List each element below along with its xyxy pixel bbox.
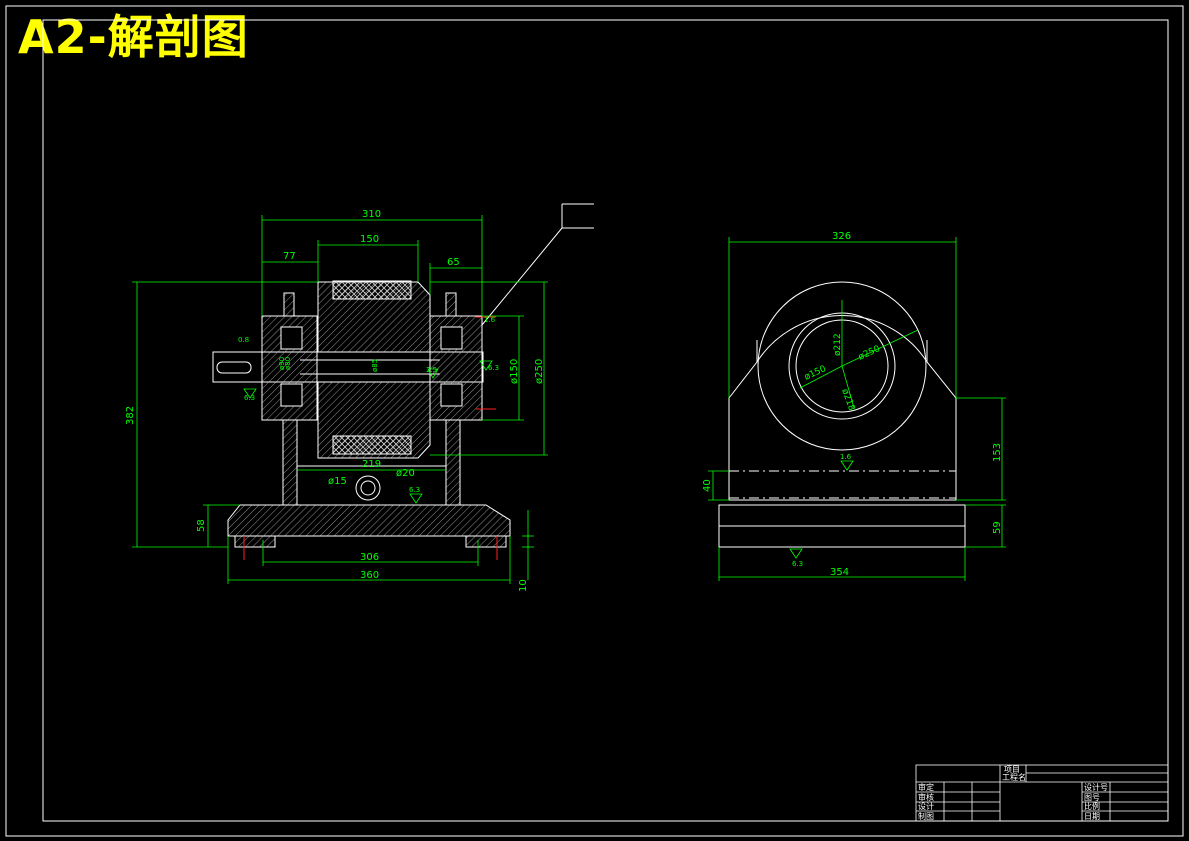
tb-label-1: 审定 — [918, 782, 934, 792]
tb-label-5: 设计号 — [1084, 782, 1108, 792]
drawing-title: A2-解剖图 — [18, 10, 249, 64]
roller-tread-bottom — [332, 435, 412, 455]
dim-153: 153 — [992, 443, 1003, 462]
dim-306: 306 — [360, 552, 379, 563]
roughness-6: 1.6 — [484, 316, 496, 324]
oil-hole — [355, 475, 381, 501]
roughness-2: 6.3 — [244, 394, 255, 402]
dim-hole20: ø20 — [396, 468, 415, 479]
side-roughness-1: 1.6 — [840, 453, 852, 461]
dim-dia250: ø250 — [534, 359, 545, 384]
dim-bore-218: ø218 — [839, 388, 856, 413]
dim-219: 219 — [362, 459, 381, 470]
outer-frame — [5, 5, 1184, 837]
bore-outer — [757, 281, 927, 451]
dim-bore-250: ø250 — [857, 344, 882, 363]
tb-label-3: 设计 — [918, 801, 934, 811]
dim-40: 40 — [702, 479, 713, 492]
inner-frame — [42, 19, 1169, 822]
dim-shaft-c: ø90 — [278, 357, 286, 370]
tb-label-4: 制图 — [918, 811, 934, 821]
dim-326: 326 — [832, 231, 851, 242]
roller-tread-top — [332, 280, 412, 300]
dim-shaft-a: ø80 — [284, 357, 292, 370]
dim-150: 150 — [360, 234, 379, 245]
side-roughness-2: 6.3 — [792, 560, 803, 568]
base-plate — [227, 504, 511, 537]
dim-77: 77 — [283, 251, 296, 262]
tb-label-6: 图号 — [1084, 793, 1100, 802]
dim-360: 360 — [360, 570, 379, 581]
dim-bore-212: ø212 — [833, 333, 843, 356]
left-leg — [282, 419, 298, 506]
dim-hole15: ø15 — [328, 476, 347, 487]
title-block-text: 项目 工程名 审定 审核 设计 制图 设计号 图号 比例 日期 — [918, 765, 1108, 821]
shaft-keyway — [216, 361, 252, 374]
dim-354: 354 — [830, 567, 849, 578]
dim-59: 59 — [992, 521, 1003, 534]
title-block — [915, 764, 1169, 822]
dim-65: 65 — [447, 257, 460, 268]
side-dimensions — [708, 237, 1006, 581]
tb-label-8: 日期 — [1084, 812, 1100, 821]
dim-dia150: ø150 — [509, 359, 520, 384]
roughness-5: 6.3 — [409, 486, 420, 494]
roughness-1: 0.8 — [238, 336, 249, 344]
dim-382: 382 — [125, 406, 136, 425]
tb-label-7: 比例 — [1084, 801, 1100, 811]
tb-project: 项目 — [1004, 765, 1020, 774]
right-leg — [445, 419, 461, 506]
front-view — [212, 203, 594, 560]
dim-310: 310 — [362, 209, 381, 220]
roughness-3: 2.5 — [426, 366, 437, 374]
front-dim-labels: 310 150 77 65 382 ø150 ø250 219 ø15 ø20 … — [125, 209, 545, 592]
roughness-4: 6.3 — [488, 364, 499, 372]
dim-58: 58 — [196, 519, 207, 532]
tb-drawing-name: 工程名 — [1002, 772, 1026, 782]
front-dimensions — [132, 215, 548, 584]
dim-shaft-b: ø85 — [371, 359, 379, 372]
dim-10: 10 — [518, 579, 529, 592]
tb-label-2: 审核 — [918, 792, 934, 802]
